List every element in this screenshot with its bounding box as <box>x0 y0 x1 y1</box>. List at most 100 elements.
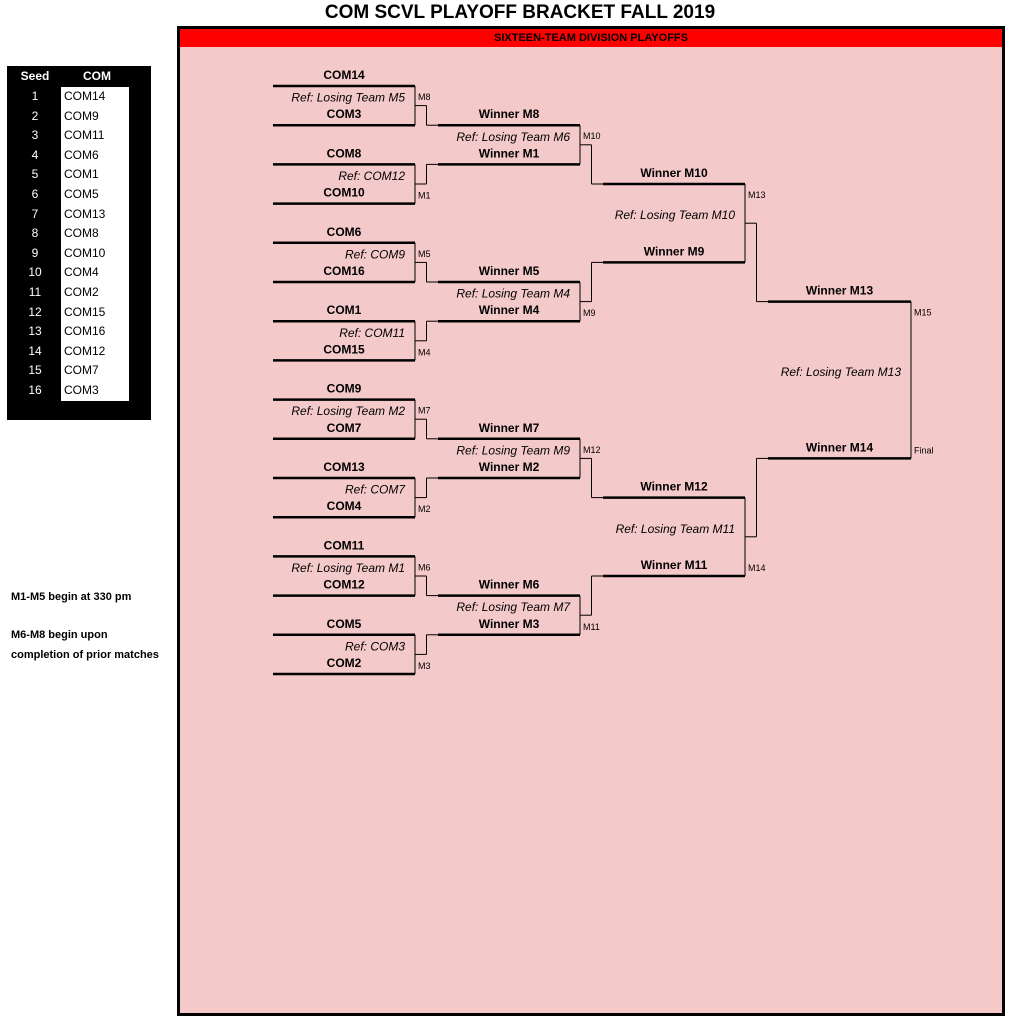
team-label: Winner M9 <box>644 244 705 258</box>
seed-team-name: COM16 <box>61 322 129 342</box>
seed-row: 6 COM5 <box>7 185 151 205</box>
seed-team-name: COM11 <box>61 126 129 146</box>
seed-team-name: COM6 <box>61 145 129 166</box>
match-label: M15 <box>914 308 932 318</box>
referee-label: Ref: Losing Team M6 <box>456 130 570 144</box>
seed-number: 2 <box>31 108 39 123</box>
seed-team-name: COM1 <box>61 165 129 185</box>
seed-number: 14 <box>28 343 42 358</box>
team-label: Winner M2 <box>479 460 540 474</box>
team-label: Winner M14 <box>806 440 874 454</box>
team-label: Winner M8 <box>479 107 540 121</box>
schedule-note-1: M1-M5 begin at 330 pm <box>11 591 132 603</box>
seed-team-name: COM9 <box>61 106 129 127</box>
seed-number: 8 <box>31 226 39 241</box>
seed-row: 13 COM16 <box>7 322 151 342</box>
seed-row: 8 COM8 <box>7 224 151 244</box>
team-label: Winner M6 <box>479 578 540 592</box>
match-label: M10 <box>583 131 601 141</box>
schedule-note-3: completion of prior matches <box>11 649 159 661</box>
seed-row: 12 COM15 <box>7 302 151 323</box>
match-label: M11 <box>583 622 600 632</box>
seed-team-name: COM5 <box>61 185 129 205</box>
seed-number: 5 <box>31 167 39 182</box>
team-label: COM16 <box>323 264 365 278</box>
seed-row: 10 COM4 <box>7 263 151 283</box>
referee-label: Ref: Losing Team M4 <box>456 287 570 301</box>
team-label: COM12 <box>323 578 365 592</box>
referee-label: Ref: COM3 <box>345 639 405 653</box>
seed-row: 16 COM3 <box>7 381 151 401</box>
seed-number: 16 <box>28 383 42 397</box>
team-label: Winner M7 <box>479 421 540 435</box>
seed-number: 3 <box>31 128 39 143</box>
match-label: M8 <box>418 92 431 102</box>
team-label: Winner M11 <box>641 558 708 572</box>
schedule-note-2: M6-M8 begin upon <box>11 629 108 641</box>
seed-column-header: Seed <box>20 69 50 83</box>
seed-number: 4 <box>31 147 39 162</box>
referee-label: Ref: Losing Team M5 <box>291 91 405 105</box>
referee-label: Ref: Losing Team M2 <box>291 404 405 418</box>
page-title: COM SCVL PLAYOFF BRACKET FALL 2019 <box>324 2 716 23</box>
team-label: COM7 <box>327 421 362 435</box>
team-label: COM4 <box>327 499 362 513</box>
team-label: COM2 <box>327 656 362 670</box>
match-label: M5 <box>418 249 431 259</box>
seed-row: 7 COM13 <box>7 204 151 225</box>
team-label: Winner M1 <box>479 146 540 160</box>
seed-number: 7 <box>31 206 39 221</box>
seed-row: 2 COM9 <box>7 106 151 127</box>
seed-team-name: COM4 <box>61 263 129 283</box>
team-label: COM5 <box>327 617 362 631</box>
seed-number: 13 <box>28 324 42 339</box>
referee-label: Ref: COM7 <box>345 483 406 497</box>
seed-team-name: COM12 <box>61 341 129 362</box>
team-label: Winner M10 <box>640 166 708 180</box>
seed-team-name: COM7 <box>61 361 129 381</box>
match-label: M7 <box>418 406 431 416</box>
team-label: COM10 <box>323 186 365 200</box>
division-banner: SIXTEEN-TEAM DIVISION PLAYOFFS <box>180 29 1002 47</box>
seed-team-name: COM3 <box>61 381 129 401</box>
seed-row: 1 COM14 <box>7 87 151 107</box>
match-label: M13 <box>748 190 766 200</box>
seed-number: 10 <box>28 265 42 280</box>
seed-team-name: COM14 <box>61 87 129 107</box>
seed-number: 15 <box>28 363 42 378</box>
seed-row: 5 COM1 <box>7 165 151 185</box>
seed-team-name: COM2 <box>61 283 129 303</box>
seed-number: 9 <box>31 245 39 260</box>
match-label: M3 <box>418 661 431 671</box>
referee-label: Ref: COM12 <box>338 169 405 183</box>
seed-team-name: COM10 <box>61 243 129 264</box>
referee-label: Ref: Losing Team M9 <box>456 443 570 457</box>
seed-number: 6 <box>31 187 39 201</box>
seed-row: 14 COM12 <box>7 341 151 362</box>
match-label: M4 <box>418 347 431 357</box>
seed-row: 3 COM11 <box>7 126 151 146</box>
team-label: Winner M4 <box>479 303 540 317</box>
team-label: COM1 <box>327 303 362 317</box>
referee-label: Ref: COM11 <box>339 326 405 340</box>
seed-number: 12 <box>28 304 42 319</box>
match-label: M14 <box>748 563 766 573</box>
seed-row: 9 COM10 <box>7 243 151 264</box>
referee-label: Ref: Losing Team M13 <box>781 365 902 379</box>
team-label: COM11 <box>324 538 365 552</box>
seed-number: 1 <box>31 89 39 103</box>
referee-label: Ref: Losing Team M7 <box>456 600 571 614</box>
team-label: COM15 <box>323 342 365 356</box>
seed-team-name: COM15 <box>61 302 129 323</box>
seed-team-name: COM8 <box>61 224 129 244</box>
seed-row: 4 COM6 <box>7 145 151 166</box>
match-label: Final <box>914 445 934 455</box>
referee-label: Ref: Losing Team M10 <box>615 208 736 222</box>
team-column-header: COM <box>83 69 111 83</box>
seed-team-name: COM13 <box>61 204 129 225</box>
team-label: Winner M12 <box>640 480 708 494</box>
referee-label: Ref: Losing Team M11 <box>616 522 735 536</box>
